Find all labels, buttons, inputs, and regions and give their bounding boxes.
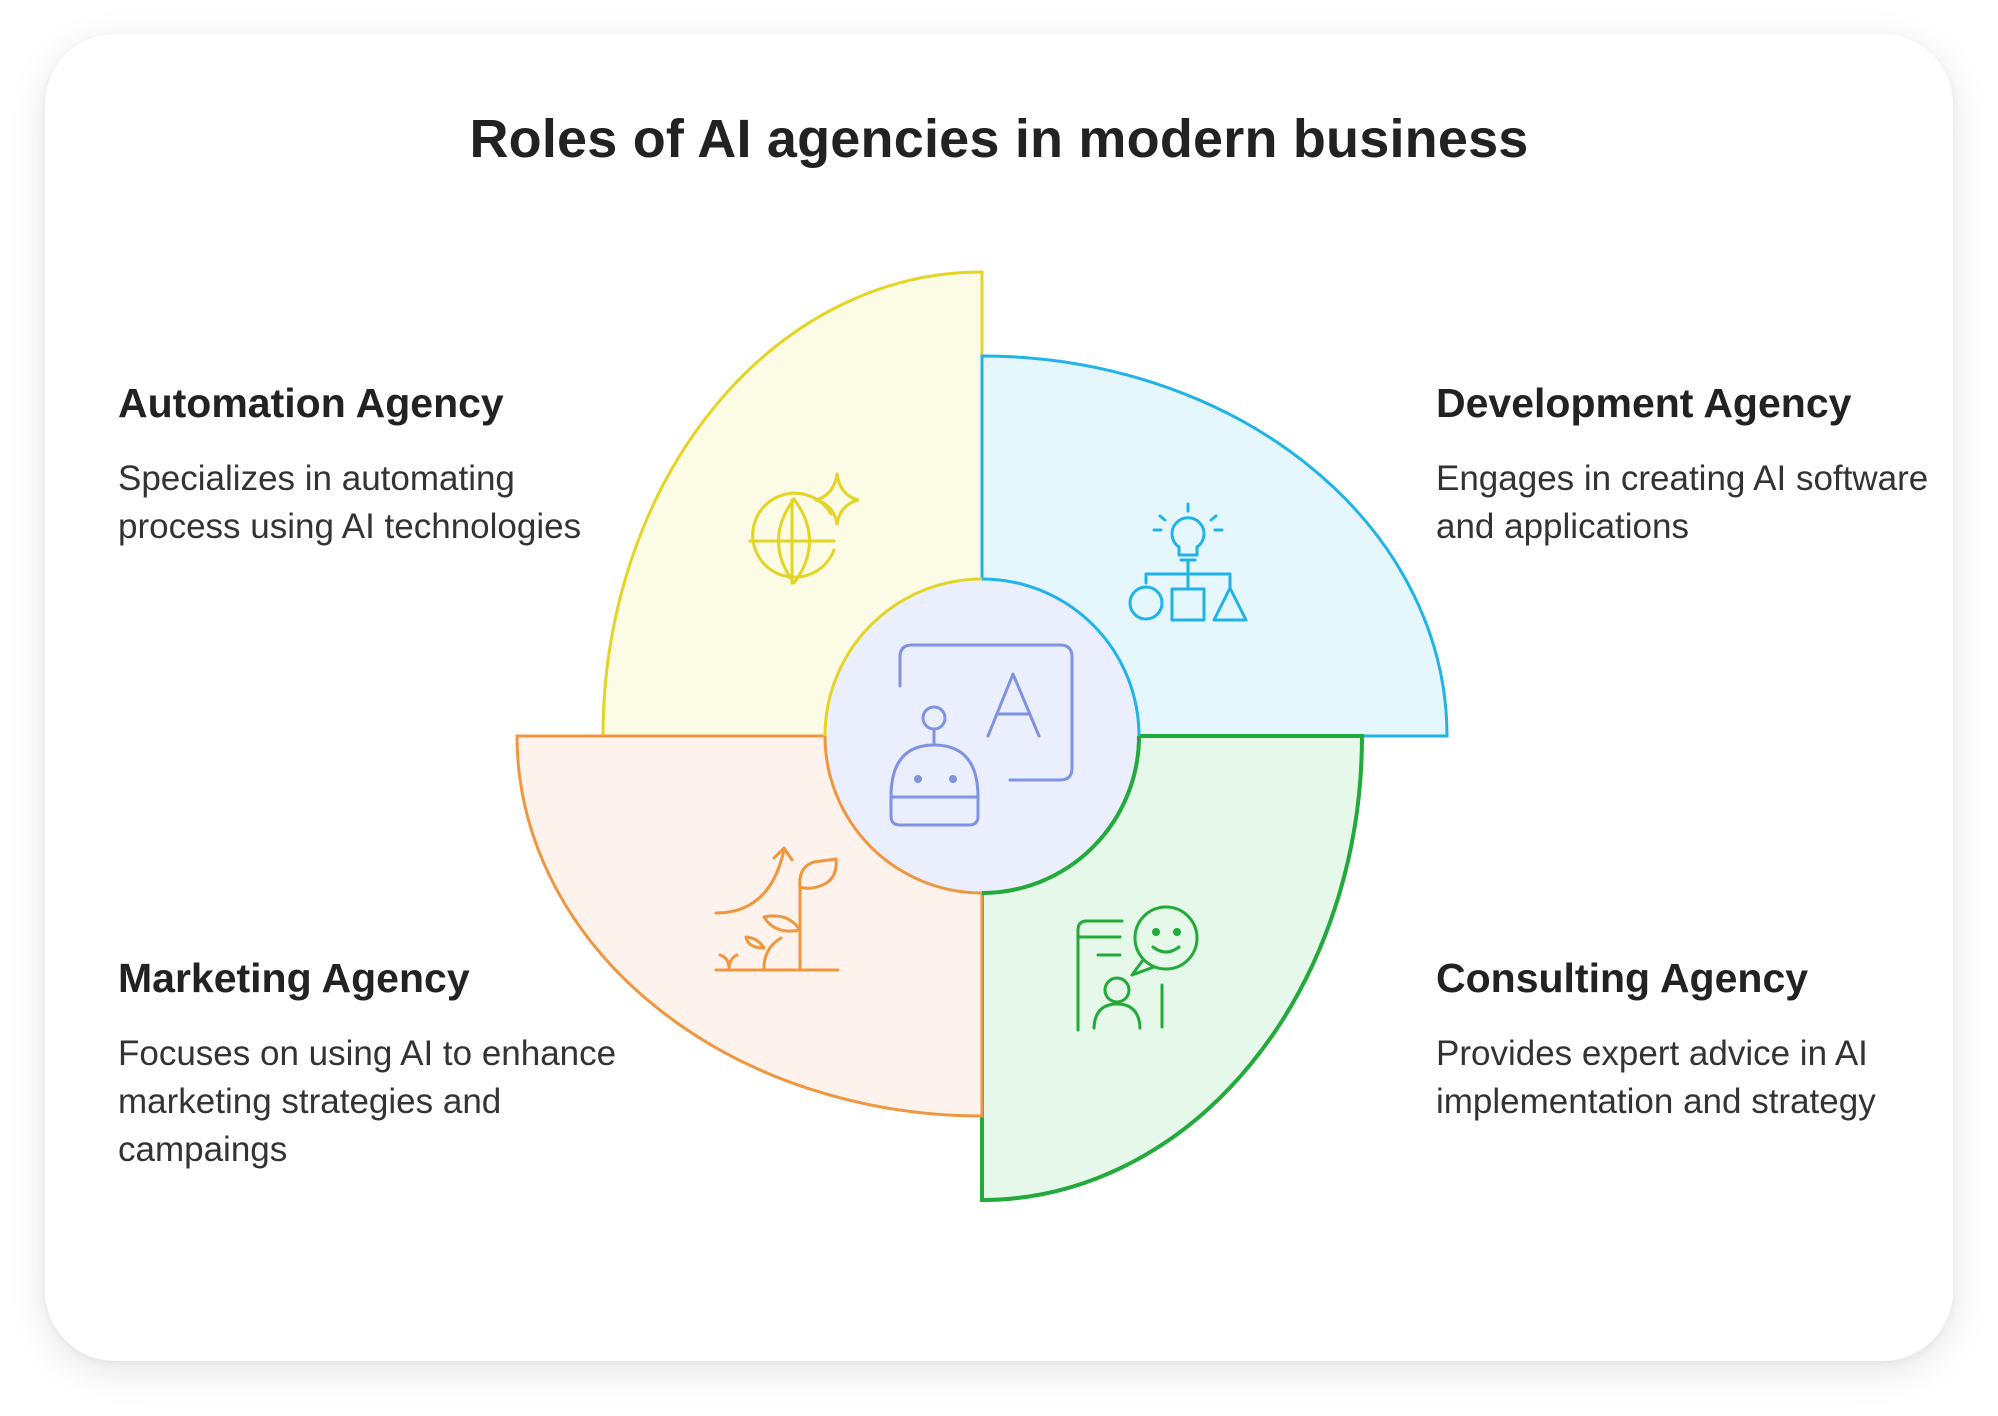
marketing-agency-block: Marketing Agency Focuses on using AI to … — [118, 955, 638, 1174]
growth-plant-icon — [714, 846, 840, 972]
marketing-agency-heading: Marketing Agency — [118, 955, 470, 1001]
automation-agency-block: Automation Agency Specializes in automat… — [118, 380, 638, 551]
development-agency-description: Engages in creating AI software and appl… — [1436, 459, 1929, 546]
development-agency-block: Development Agency Engages in creating A… — [1436, 380, 1956, 551]
development-agency-heading: Development Agency — [1436, 380, 1852, 426]
ai-robot-icon — [889, 643, 1074, 827]
marketing-agency-description: Focuses on using AI to enhance marketing… — [118, 1034, 617, 1169]
center-circle — [825, 579, 1139, 893]
automation-agency-heading: Automation Agency — [118, 380, 504, 426]
consulting-agency-description: Provides expert advice in AI implementat… — [1436, 1034, 1876, 1121]
lightbulb-shapes-icon — [1128, 502, 1248, 622]
consulting-agency-heading: Consulting Agency — [1436, 955, 1809, 1001]
automation-agency-description: Specializes in automating process using … — [118, 459, 582, 546]
globe-sparkle-icon — [748, 472, 860, 585]
diagram-title: Roles of AI agencies in modern business — [469, 109, 1529, 169]
consultant-chat-icon — [1076, 905, 1199, 1032]
consulting-agency-block: Consulting Agency Provides expert advice… — [1436, 955, 1936, 1126]
